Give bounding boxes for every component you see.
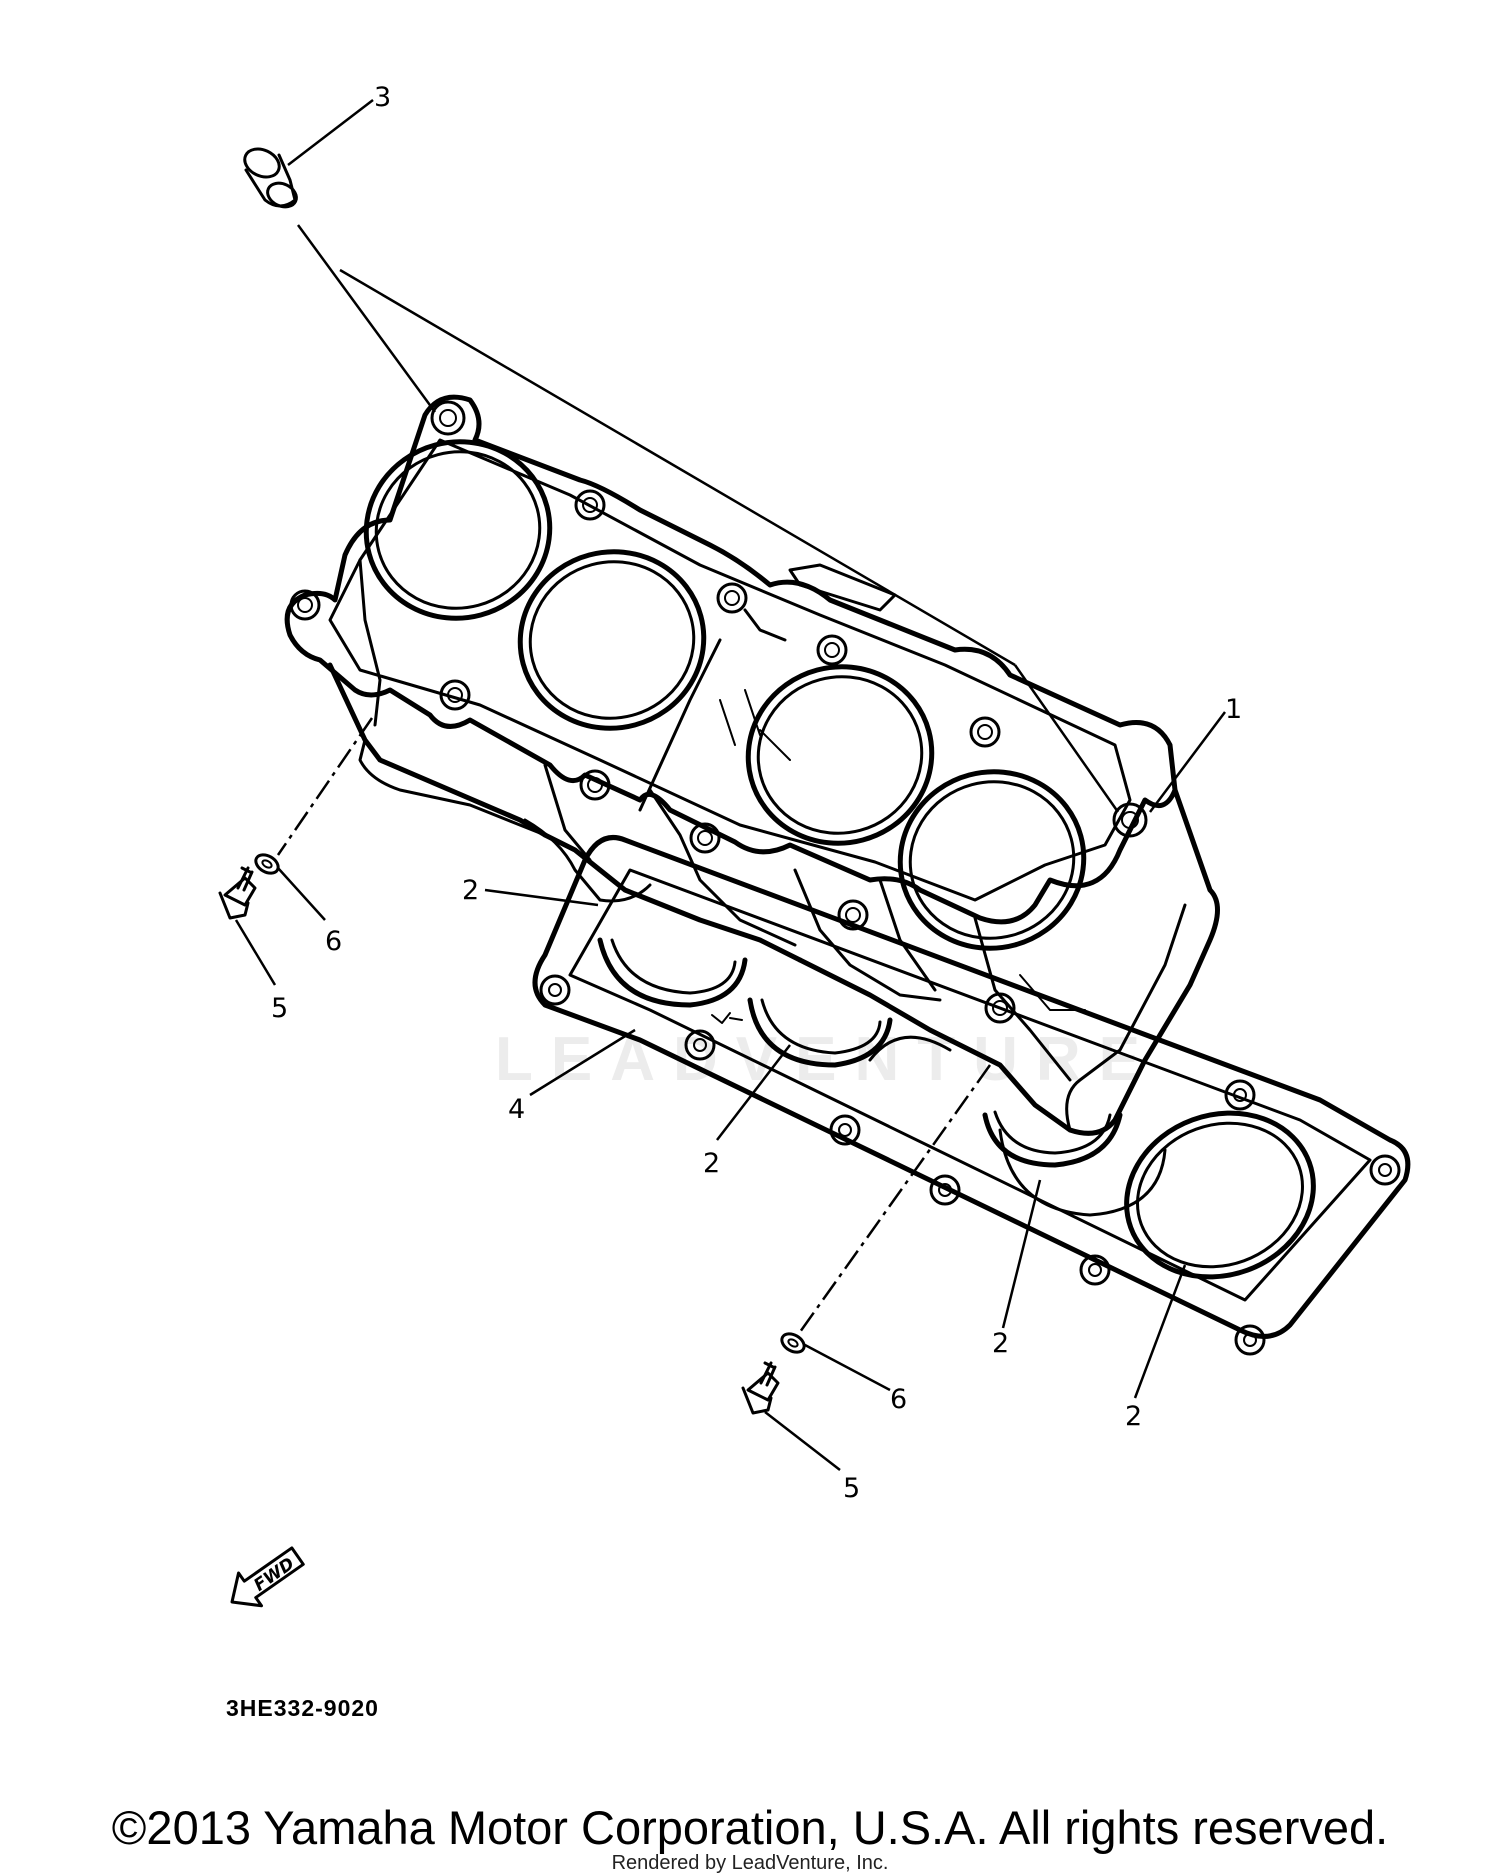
callout-6-upper: 6: [325, 926, 342, 957]
cylinder-block: [284, 394, 1220, 1136]
callout-2-upper-left: 2: [462, 875, 479, 906]
washer-upper: [254, 853, 280, 875]
callout-2-lower: 2: [992, 1328, 1009, 1359]
copyright-notice: ©2013 Yamaha Motor Corporation, U.S.A. A…: [111, 1801, 1389, 1854]
bolt-upper: [218, 866, 257, 920]
callout-5-upper: 5: [271, 993, 288, 1024]
fwd-arrow-icon: FWD: [230, 1546, 305, 1608]
callout-2-right: 2: [1125, 1401, 1142, 1432]
callout-5-lower: 5: [843, 1473, 860, 1504]
watermark: LEADVENTURE: [495, 1025, 1158, 1094]
callout-6-lower: 6: [890, 1384, 907, 1415]
rendered-by-notice: Rendered by LeadVenture, Inc.: [611, 1852, 889, 1874]
callout-4: 4: [508, 1094, 525, 1125]
o-rings: [597, 937, 1123, 1168]
leader-lines: [234, 99, 1226, 1471]
bolt-lower: [741, 1361, 780, 1415]
callout-1: 1: [1225, 694, 1242, 725]
dowel-plug: [243, 147, 298, 209]
washer-lower: [780, 1332, 806, 1354]
part-code: 3HE332-9020: [226, 1695, 379, 1721]
callout-3: 3: [374, 82, 391, 113]
callout-2-center: 2: [703, 1148, 720, 1179]
cylinder-gasket: [532, 835, 1411, 1356]
